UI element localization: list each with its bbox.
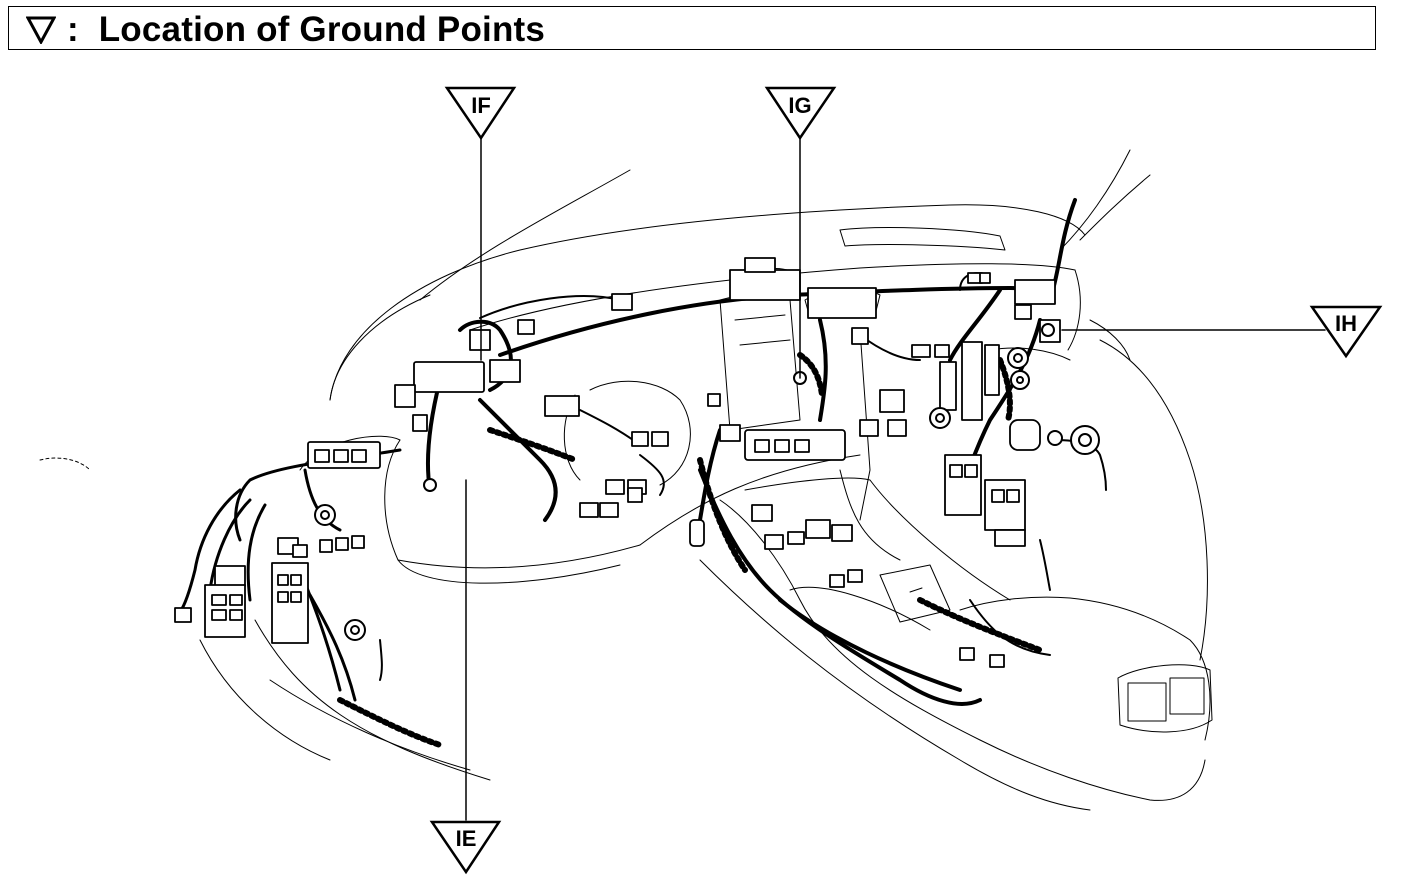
left-harness <box>178 448 402 702</box>
title-text: Location of Ground Points <box>98 10 546 49</box>
ground-label-ig: IG <box>788 93 811 118</box>
ground-point-ih: IH <box>1309 305 1383 359</box>
ground-point-ie: IE <box>429 820 502 875</box>
grommets <box>314 323 1100 641</box>
ground-triangle-icon <box>444 86 517 141</box>
ground-label-if: IF <box>471 93 491 118</box>
ground-point-ig: IG <box>764 86 837 141</box>
title-bar: : Location of Ground Points <box>8 6 1376 50</box>
page-title: : Location of Ground Points <box>67 10 545 50</box>
connectors <box>174 257 1061 668</box>
ground-point-triangle-icon <box>26 16 56 44</box>
ground-point-if: IF <box>444 86 517 141</box>
ground-triangle-icon <box>429 820 502 875</box>
ground-label-ie: IE <box>456 826 477 851</box>
leader-lines <box>465 137 1326 821</box>
ground-label-ih: IH <box>1335 311 1357 336</box>
body-outline <box>39 149 1213 811</box>
ground-triangle-icon <box>1309 305 1383 359</box>
title-prefix: : <box>67 10 79 49</box>
harness-tape-dotted <box>337 352 1043 748</box>
ground-triangle-icon <box>764 86 837 141</box>
